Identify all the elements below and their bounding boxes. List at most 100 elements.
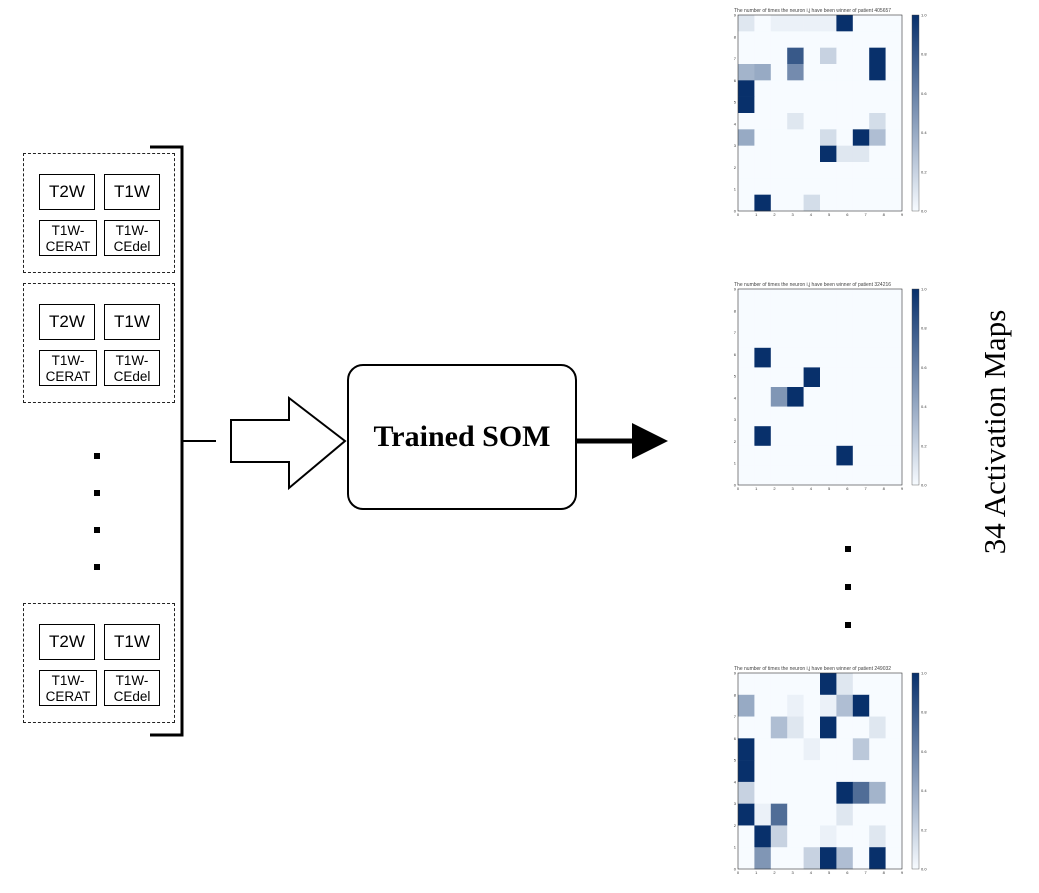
heatmap-cell xyxy=(836,328,854,349)
heatmap-cell xyxy=(803,803,821,826)
heatmap-cell xyxy=(754,825,772,848)
heatmap-cell xyxy=(738,847,755,870)
heatmap-cell xyxy=(852,367,870,388)
x-tick-label: 2 xyxy=(773,212,776,217)
heatmap-cell xyxy=(803,145,821,163)
heatmap-cell xyxy=(869,129,886,146)
heatmap-cell xyxy=(738,825,755,848)
heatmap-cell xyxy=(820,328,837,349)
heatmap-cell xyxy=(787,825,804,848)
heatmap-cell xyxy=(770,445,788,466)
heatmap-cell xyxy=(852,803,870,826)
trained-som-box: Trained SOM xyxy=(347,364,577,510)
heatmap-cell xyxy=(885,308,903,329)
x-tick-label: 7 xyxy=(864,870,867,875)
x-tick-label: 0 xyxy=(737,870,740,875)
heatmap-cell xyxy=(885,194,903,212)
heatmap-cell xyxy=(836,465,854,486)
heatmap-cell xyxy=(770,31,788,48)
heatmap-cell xyxy=(803,347,821,368)
heatmap-cell xyxy=(770,406,788,427)
y-tick-label: 8 xyxy=(734,308,737,313)
heatmap-cell xyxy=(869,15,886,32)
heatmap-cell xyxy=(852,328,870,349)
heatmap-cell xyxy=(885,781,903,804)
heatmap-cell xyxy=(869,716,886,739)
t2w-box: T2W xyxy=(39,304,95,340)
heatmap-cell xyxy=(770,738,788,761)
heatmap-cell xyxy=(770,80,788,97)
heatmap-cell xyxy=(820,738,837,761)
t1w-cedel-box: T1W-CEdel xyxy=(104,350,160,386)
heatmap-cell xyxy=(885,445,903,466)
x-tick-label: 9 xyxy=(901,212,904,217)
colorbar-tick-label: 1.0 xyxy=(921,287,927,292)
heatmap-cell xyxy=(836,825,854,848)
heatmap-cell xyxy=(852,178,870,195)
heatmap-cell xyxy=(836,367,854,388)
heatmap-cell xyxy=(836,178,854,195)
heatmap-cell xyxy=(738,162,755,179)
heatmap-cell xyxy=(852,847,870,870)
x-tick-label: 1 xyxy=(755,870,758,875)
heatmap-cell xyxy=(869,387,886,407)
heatmap-cell xyxy=(787,465,804,486)
ellipsis-dot xyxy=(845,622,851,628)
heatmap-cell xyxy=(869,426,886,447)
x-tick-label: 3 xyxy=(792,870,795,875)
heatmap-cell xyxy=(820,825,837,848)
input-group-1: T2W T1W T1W-CERAT T1W-CEdel xyxy=(23,153,175,273)
heatmap-cell xyxy=(885,465,903,486)
heatmap-cell xyxy=(754,847,772,870)
heatmap-cell xyxy=(852,47,870,65)
x-tick-label: 2 xyxy=(773,870,776,875)
heatmap-cell xyxy=(852,80,870,97)
heatmap-cell xyxy=(885,328,903,349)
heatmap-cell xyxy=(885,760,903,783)
heatmap-cell xyxy=(770,387,788,407)
heatmap-cell xyxy=(836,694,854,717)
output-arrow-head xyxy=(632,423,668,459)
heatmap-cell xyxy=(754,113,772,130)
heatmap-cell xyxy=(820,426,837,447)
heatmap-cell xyxy=(836,80,854,97)
heatmap-cell xyxy=(869,694,886,717)
heatmap-cell xyxy=(787,387,804,407)
heatmap-cell xyxy=(803,367,821,388)
heatmap-cell xyxy=(885,47,903,65)
heatmap-cell xyxy=(885,673,903,696)
heatmap-cell xyxy=(869,367,886,388)
heatmap-cell xyxy=(803,694,821,717)
heatmap-cell xyxy=(770,328,788,349)
y-tick-label: 6 xyxy=(734,352,737,357)
heatmap-cell xyxy=(885,738,903,761)
heatmap-cell xyxy=(852,347,870,368)
y-tick-label: 1 xyxy=(734,461,737,466)
heatmap-cell xyxy=(754,347,772,368)
ellipsis-dot xyxy=(94,564,100,570)
heatmap-cell xyxy=(836,289,854,309)
heatmap-cell xyxy=(754,129,772,146)
heatmap-cell xyxy=(836,64,854,81)
heatmap-cell xyxy=(803,465,821,486)
heatmap-cell xyxy=(836,347,854,368)
heatmap-cell xyxy=(869,289,886,309)
heatmap-cell xyxy=(770,673,788,696)
x-tick-label: 4 xyxy=(810,486,813,491)
heatmap-cell xyxy=(803,847,821,870)
heatmap-cell xyxy=(803,47,821,65)
x-tick-label: 3 xyxy=(792,212,795,217)
heatmap-cell xyxy=(738,328,755,349)
heatmap-cell xyxy=(770,367,788,388)
heatmap-cell xyxy=(852,289,870,309)
heatmap-cell xyxy=(754,328,772,349)
heatmap-cell xyxy=(852,387,870,407)
heatmap-cell xyxy=(754,760,772,783)
y-tick-label: 4 xyxy=(734,779,737,784)
heatmap-cell xyxy=(770,178,788,195)
ellipsis-dot xyxy=(94,453,100,459)
colorbar-tick-label: 0.2 xyxy=(921,169,927,174)
heatmap-cell xyxy=(803,162,821,179)
